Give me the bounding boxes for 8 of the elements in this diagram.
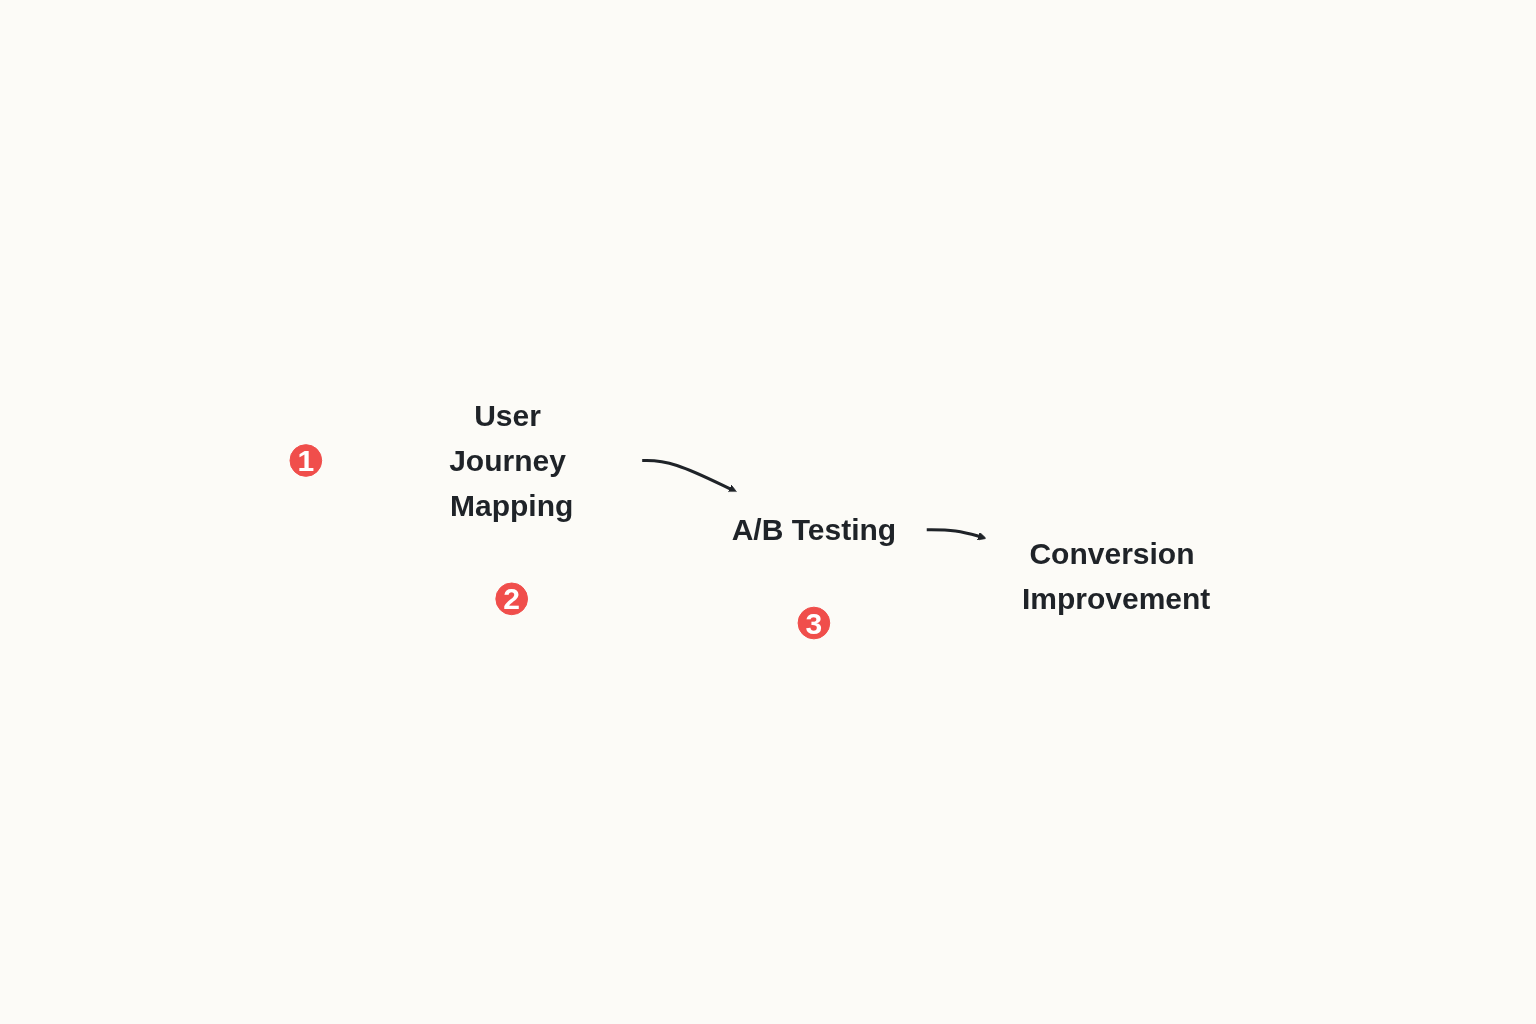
node-circle: 3 bbox=[797, 606, 831, 640]
arrow bbox=[926, 528, 987, 541]
node-text: Conversion Improvement bbox=[1021, 537, 1211, 616]
node-text: A/B Testing bbox=[731, 513, 897, 547]
arrow bbox=[641, 459, 738, 493]
node-circle: 1 bbox=[289, 444, 323, 478]
node-text: User Journey Mapping bbox=[449, 399, 574, 523]
node-circle: 2 bbox=[495, 582, 528, 616]
